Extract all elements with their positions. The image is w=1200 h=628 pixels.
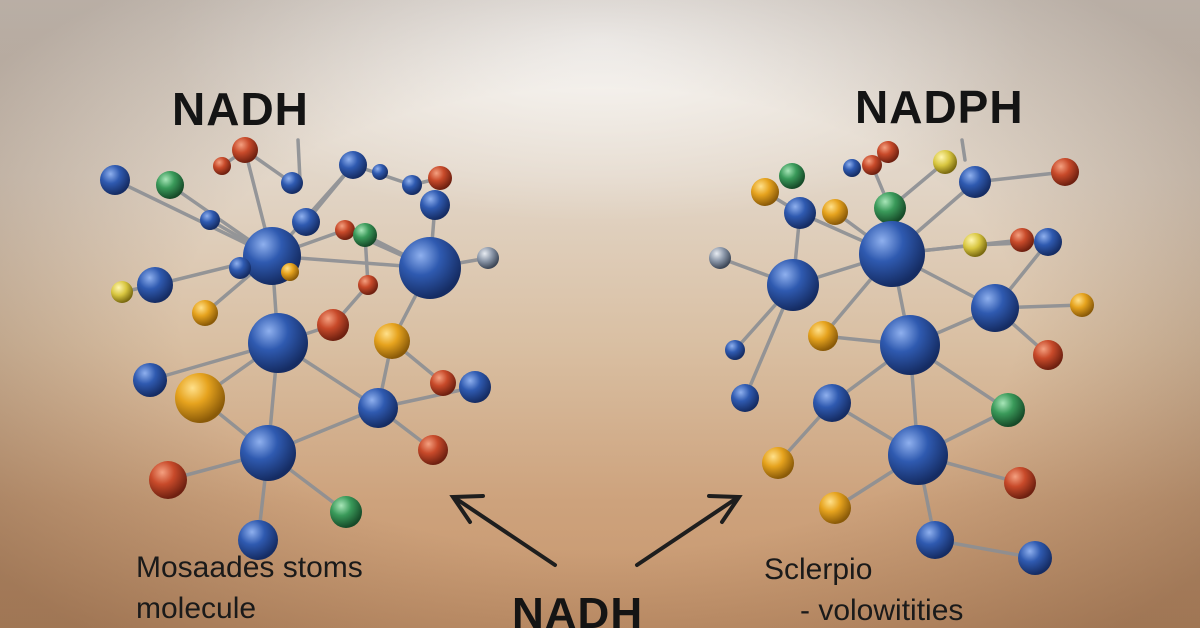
left-molecule-title: NADH — [172, 83, 309, 135]
bottom-title: NADH — [512, 589, 644, 628]
right-molecule-title: NADPH — [855, 81, 1024, 133]
left-caption-line1: Mosaades stoms — [136, 551, 363, 584]
right-molecule-atoms — [709, 141, 1094, 575]
left-molecule-atoms — [100, 137, 499, 560]
right-caption-line2: - volowitities — [800, 594, 964, 627]
right-caption-line1: Sclerpio — [764, 553, 873, 586]
left-caption-line2: molecule — [136, 592, 257, 625]
left-pointing-arrow — [449, 494, 557, 567]
right-pointing-arrow — [635, 494, 743, 567]
